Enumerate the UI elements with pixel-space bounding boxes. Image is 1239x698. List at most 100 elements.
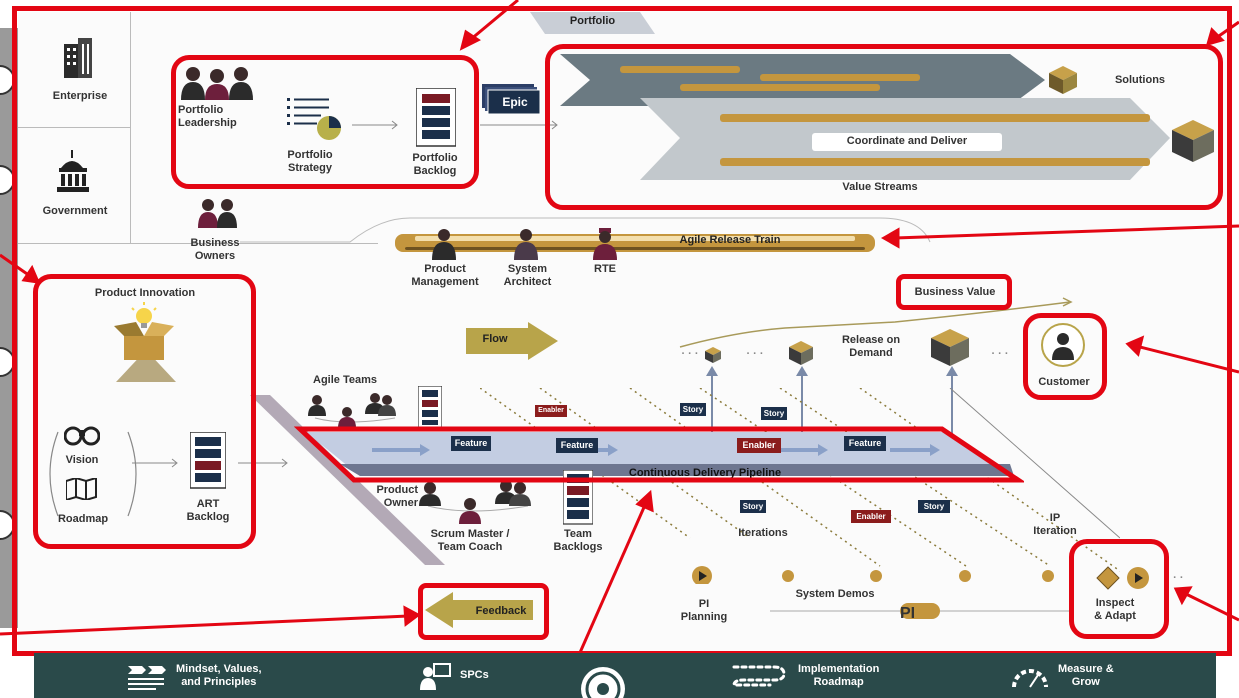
highlight-value-streams (545, 44, 1223, 210)
vision-roadmap-bracket (49, 431, 137, 517)
spcs-icon (420, 662, 451, 690)
epic-to-value-streams-arrow (480, 120, 558, 130)
highlight-feedback (418, 583, 549, 640)
portfolio-strategy-label: Portfolio Strategy (287, 149, 333, 174)
portfolio-leadership-label: Portfolio Leadership (178, 104, 237, 129)
portfolio-backlog-icon (416, 88, 456, 147)
center-emblem-icon (581, 667, 625, 698)
solutions-cube-icon (1049, 66, 1077, 94)
team-backlogs-label: Team Backlogs (553, 528, 603, 553)
bottom-item-measure[interactable]: Measure & Grow (1010, 653, 1114, 698)
bottom-item-implementation[interactable]: Implementation Roadmap (730, 653, 879, 698)
enterprise-label: Enterprise (52, 90, 108, 102)
portfolio-tab (530, 12, 655, 34)
epic-label: Epic (502, 95, 528, 109)
enabler-tag-lower: Enabler (851, 510, 891, 523)
art-region-divider (240, 217, 931, 243)
highlight-portfolio-left (171, 55, 479, 189)
highlight-pipeline (294, 426, 1024, 483)
bottom-item-mindset[interactable]: Mindset, Values, and Principles (128, 653, 262, 698)
implementation-label: Implementation Roadmap (798, 663, 880, 688)
government-label: Government (42, 205, 108, 217)
solutions-label: Solutions (1114, 74, 1166, 86)
release-cube-small-icon (705, 347, 721, 363)
business-owners-icon (198, 199, 237, 228)
binoculars-icon (64, 426, 100, 446)
agile-release-train-label: Agile Release Train (679, 234, 781, 246)
release-cube-medium-icon (789, 341, 813, 365)
system-demo-dots (692, 566, 1054, 584)
system-architect-label: System Architect (503, 263, 552, 288)
measure-gauge-icon (1012, 668, 1048, 688)
story-tag-upper-1: Story (680, 403, 706, 416)
portfolio-strategy-icon (287, 98, 341, 140)
product-management-label: Product Management (411, 263, 479, 288)
agile-teams-icon (308, 393, 396, 428)
enterprise-building-icon (64, 38, 92, 78)
spcs-label: SPCs (460, 669, 489, 682)
rte-icon (593, 228, 617, 260)
coordinate-and-deliver-label: Coordinate and Deliver (846, 135, 968, 147)
highlight-business-value (896, 274, 1012, 310)
art-backlog-icon (190, 432, 226, 489)
mindset-icon (128, 665, 166, 690)
feature-tag-1: Feature (451, 436, 491, 451)
product-owner-label: Product Owner (376, 484, 418, 509)
system-architect-icon (514, 229, 538, 260)
portfolio-backlog-label: Portfolio Backlog (412, 152, 458, 177)
flow-arrow-icon (466, 322, 558, 360)
team-backlog-small-icon (418, 386, 442, 429)
highlight-inspect-adapt (1069, 539, 1169, 639)
roadmap-to-art-backlog-arrow (132, 458, 178, 468)
scrum-master-label: Scrum Master / Team Coach (430, 528, 510, 553)
enterprise-divider (18, 127, 130, 128)
business-owners-label: Business Owners (190, 237, 240, 262)
iteration-diagonals (480, 388, 1120, 572)
enabler-tag-pipeline: Enabler (737, 438, 781, 453)
rte-label: RTE (594, 263, 616, 275)
mindset-label: Mindset, Values, and Principles (176, 663, 262, 688)
release-dots-3: · · · (991, 348, 1009, 360)
implementation-roadmap-icon (732, 665, 786, 686)
pi-label: PI (900, 605, 916, 622)
strategy-to-backlog-arrow (352, 120, 398, 130)
customer-label: Customer (1038, 376, 1090, 388)
value-stream-cube-icon (1172, 120, 1214, 162)
portfolio-tab-label: Portfolio (569, 15, 616, 27)
feature-tag-3: Feature (844, 436, 886, 451)
inspect-adapt-dots: · · · (1166, 572, 1184, 584)
left-top-divider (18, 243, 378, 244)
pipeline-label: Continuous Delivery Pipeline (628, 467, 782, 479)
inspect-adapt-label: Inspect & Adapt (1094, 597, 1136, 622)
enabler-tag-upper: Enabler (535, 405, 567, 417)
government-building-icon (57, 150, 89, 192)
story-tag-lower-1: Story (740, 500, 766, 513)
release-dots-2: · · · (746, 348, 764, 360)
customer-icon (1041, 323, 1085, 367)
bottom-item-spcs[interactable]: SPCs (420, 653, 489, 698)
pi-timeline-bar (770, 603, 1070, 619)
release-on-demand-label: Release on Demand (841, 334, 901, 359)
agile-teams-label: Agile Teams (313, 374, 377, 386)
enterprise-government-panel (18, 12, 131, 244)
release-cube-large-icon (931, 329, 969, 366)
feedback-arrow-icon (425, 592, 533, 628)
product-management-icon (432, 229, 456, 260)
roadmap-map-icon (66, 478, 97, 500)
iterations-label: Iterations (738, 527, 788, 539)
feature-tag-2: Feature (556, 438, 598, 453)
inspect-adapt-icon (1096, 566, 1149, 590)
highlight-customer (1023, 313, 1107, 400)
pi-planning-label: PI Planning (680, 598, 728, 623)
system-demos-label: System Demos (795, 588, 875, 600)
art-backlog-to-pipeline-arrow (238, 458, 288, 468)
art-backlog-label: ART Backlog (186, 498, 230, 523)
highlight-product-innovation (33, 274, 256, 549)
release-dots-1: · · · (681, 348, 699, 360)
story-tag-lower-2: Story (918, 500, 950, 513)
coordinate-and-deliver-banner (812, 133, 1002, 151)
measure-label: Measure & Grow (1058, 663, 1114, 688)
product-innovation-title: Product Innovation (94, 287, 196, 299)
epic-stack-icon (482, 84, 541, 115)
